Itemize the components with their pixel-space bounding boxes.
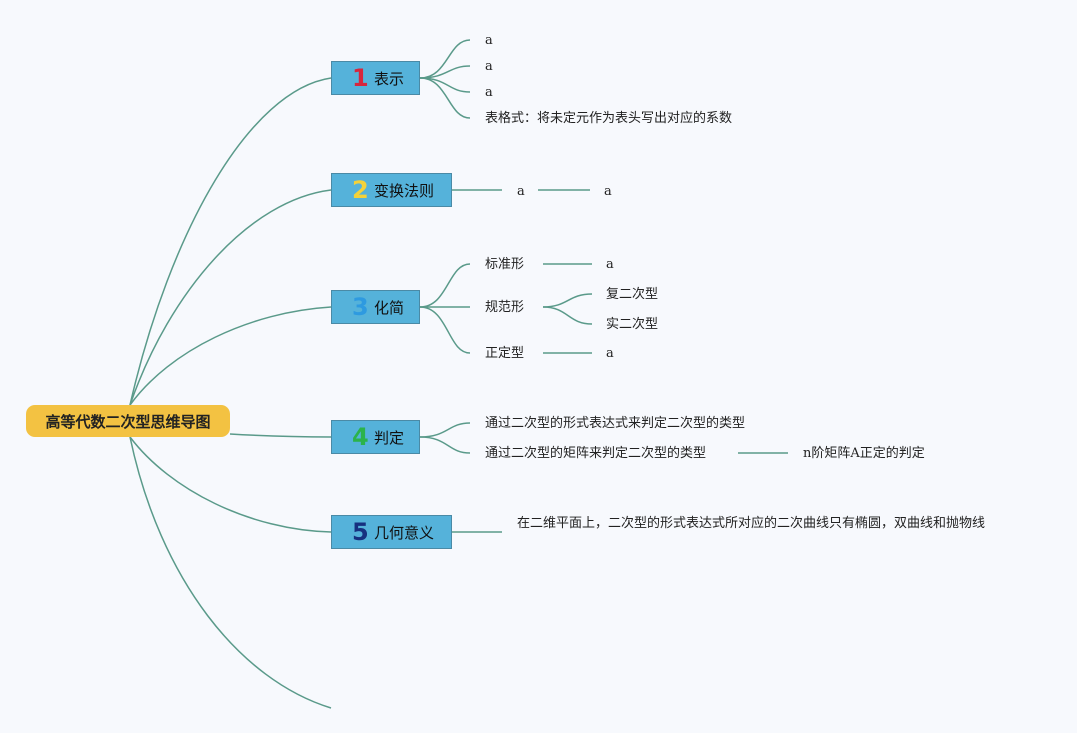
number-2-icon: 2 (352, 176, 369, 204)
branch-5[interactable]: 5 几何意义 (331, 515, 452, 549)
b1-item-4[interactable]: 表格式：将未定元作为表头写出对应的系数 (485, 111, 733, 126)
b1-item-3[interactable]: a (485, 85, 493, 100)
link-root-b4 (229, 433, 332, 438)
b3-item-canonical-form[interactable]: 规范形 (485, 300, 525, 315)
b3-item-complex-quadratic[interactable]: 复二次型 (606, 287, 659, 302)
branch-3-label: 化简 (374, 298, 405, 317)
branch-1-label: 表示 (374, 69, 405, 88)
b3-item-standard-form[interactable]: 标准形 (485, 257, 525, 272)
link-b3-c2-a (542, 293, 593, 308)
link-b1-c3 (419, 77, 471, 93)
branch-2-label: 变换法则 (374, 181, 435, 200)
link-b3-c2-b (542, 306, 593, 325)
b3-item-definite-form-child[interactable]: a (606, 346, 614, 361)
link-root-b2 (129, 189, 332, 406)
b2-item-1-child[interactable]: a (604, 184, 612, 199)
link-b1-c4 (419, 77, 471, 119)
link-b3-c1 (419, 263, 471, 308)
b4-item-2[interactable]: 通过二次型的矩阵来判定二次型的类型 (485, 446, 707, 461)
link-root-b1 (129, 77, 332, 406)
number-1-icon: 1 (352, 64, 369, 92)
link-root-open (129, 436, 332, 709)
b1-item-1[interactable]: a (485, 33, 493, 48)
b3-item-definite-form[interactable]: 正定型 (485, 346, 525, 361)
link-root-b3 (129, 306, 332, 406)
b2-item-1[interactable]: a (517, 184, 525, 199)
branch-3[interactable]: 3 化简 (331, 290, 420, 324)
b3-item-standard-form-child[interactable]: a (606, 257, 614, 272)
number-4-icon: 4 (352, 423, 369, 451)
link-root-b5 (129, 436, 332, 533)
root-topic[interactable]: 高等代数二次型思维导图 (26, 405, 230, 437)
b5-item-1[interactable]: 在二维平面上，二次型的形式表达式所对应的二次曲线只有椭圆，双曲线和抛物线 (517, 516, 986, 531)
link-b4-c2 (419, 436, 471, 454)
branch-4-label: 判定 (374, 428, 405, 447)
root-topic-label: 高等代数二次型思维导图 (45, 412, 211, 431)
link-b4-c1 (419, 422, 471, 438)
b1-item-2[interactable]: a (485, 59, 493, 74)
branch-5-label: 几何意义 (374, 523, 435, 542)
number-5-icon: 5 (352, 518, 369, 546)
b3-item-real-quadratic[interactable]: 实二次型 (606, 317, 659, 332)
branch-1[interactable]: 1 表示 (331, 61, 420, 95)
link-b3-c3 (419, 306, 471, 354)
b4-item-1[interactable]: 通过二次型的形式表达式来判定二次型的类型 (485, 416, 746, 431)
branch-2[interactable]: 2 变换法则 (331, 173, 452, 207)
b4-item-2-child[interactable]: n阶矩阵A正定的判定 (803, 446, 925, 461)
number-3-icon: 3 (352, 293, 369, 321)
branch-4[interactable]: 4 判定 (331, 420, 420, 454)
